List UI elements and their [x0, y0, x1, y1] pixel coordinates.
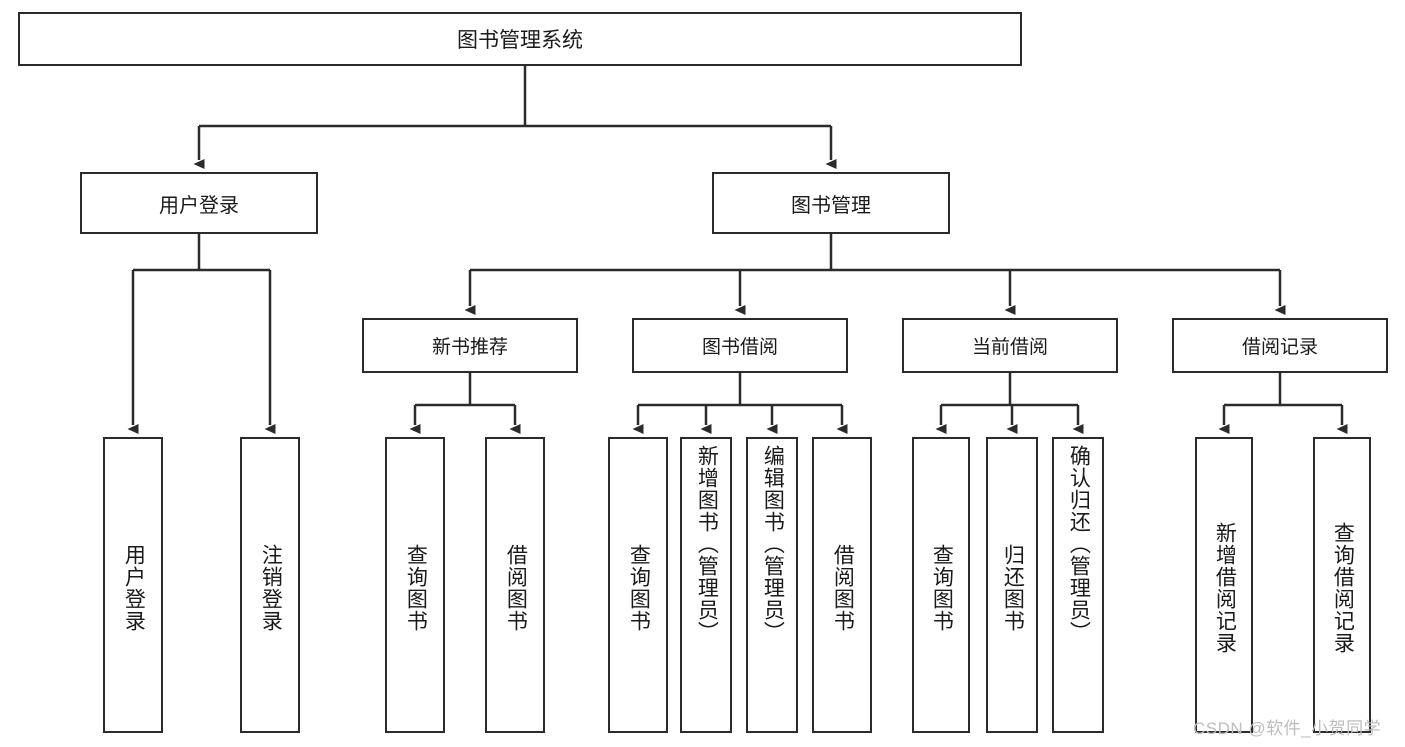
node-root[interactable]: 图书管理系统 — [18, 12, 1022, 66]
node-book-manage-label: 图书管理 — [791, 194, 871, 217]
node-current-borrow[interactable]: 当前借阅 — [902, 318, 1118, 373]
node-leaf-return-book[interactable]: 归还图书 — [986, 437, 1038, 733]
node-user-login[interactable]: 用户登录 — [80, 172, 318, 234]
node-root-label: 图书管理系统 — [457, 29, 583, 52]
node-leaf-query-record[interactable]: 查询借阅记录 — [1313, 437, 1371, 733]
node-book-borrow-label: 图书借阅 — [701, 337, 778, 358]
node-leaf-borrow-book-label: 借阅图书 — [831, 544, 855, 632]
node-leaf-query-book-rec-label: 查询图书 — [404, 544, 428, 632]
node-leaf-logout[interactable]: 注销登录 — [240, 437, 300, 733]
node-leaf-borrow-book-rec-label: 借阅图书 — [504, 544, 528, 632]
node-leaf-borrow-book[interactable]: 借阅图书 — [812, 437, 872, 733]
node-leaf-query-current[interactable]: 查询图书 — [912, 437, 970, 733]
node-leaf-add-record[interactable]: 新增借阅记录 — [1195, 437, 1253, 733]
node-leaf-add-book-label: 新增图书（管理员） — [695, 445, 719, 643]
node-leaf-query-book[interactable]: 查询图书 — [608, 437, 668, 733]
node-borrow-record[interactable]: 借阅记录 — [1172, 318, 1388, 373]
node-new-book-rec-label: 新书推荐 — [431, 337, 508, 358]
node-leaf-query-record-label: 查询借阅记录 — [1331, 522, 1355, 654]
node-leaf-add-record-label: 新增借阅记录 — [1213, 522, 1237, 654]
node-leaf-user-login[interactable]: 用户登录 — [103, 437, 163, 733]
node-leaf-query-book-label: 查询图书 — [627, 544, 651, 632]
node-leaf-query-book-rec[interactable]: 查询图书 — [385, 437, 445, 733]
node-leaf-borrow-book-rec[interactable]: 借阅图书 — [485, 437, 545, 733]
node-leaf-add-book[interactable]: 新增图书（管理员） — [680, 437, 732, 733]
node-leaf-edit-book-label: 编辑图书（管理员） — [761, 445, 785, 643]
node-leaf-confirm-return-label: 确认归还（管理员） — [1067, 445, 1091, 643]
node-leaf-edit-book[interactable]: 编辑图书（管理员） — [746, 437, 798, 733]
node-book-borrow[interactable]: 图书借阅 — [632, 318, 848, 373]
node-leaf-user-login-label: 用户登录 — [122, 544, 146, 632]
node-leaf-confirm-return[interactable]: 确认归还（管理员） — [1052, 437, 1104, 733]
node-leaf-logout-label: 注销登录 — [259, 544, 283, 632]
node-leaf-return-book-label: 归还图书 — [1001, 544, 1025, 632]
node-borrow-record-label: 借阅记录 — [1241, 337, 1318, 358]
node-new-book-rec[interactable]: 新书推荐 — [362, 318, 578, 373]
node-book-manage[interactable]: 图书管理 — [712, 172, 950, 234]
node-leaf-query-current-label: 查询图书 — [930, 544, 954, 632]
node-current-borrow-label: 当前借阅 — [971, 337, 1048, 358]
watermark: CSDN @软件_小贺同学 — [1193, 719, 1382, 738]
node-user-login-label: 用户登录 — [159, 194, 239, 217]
